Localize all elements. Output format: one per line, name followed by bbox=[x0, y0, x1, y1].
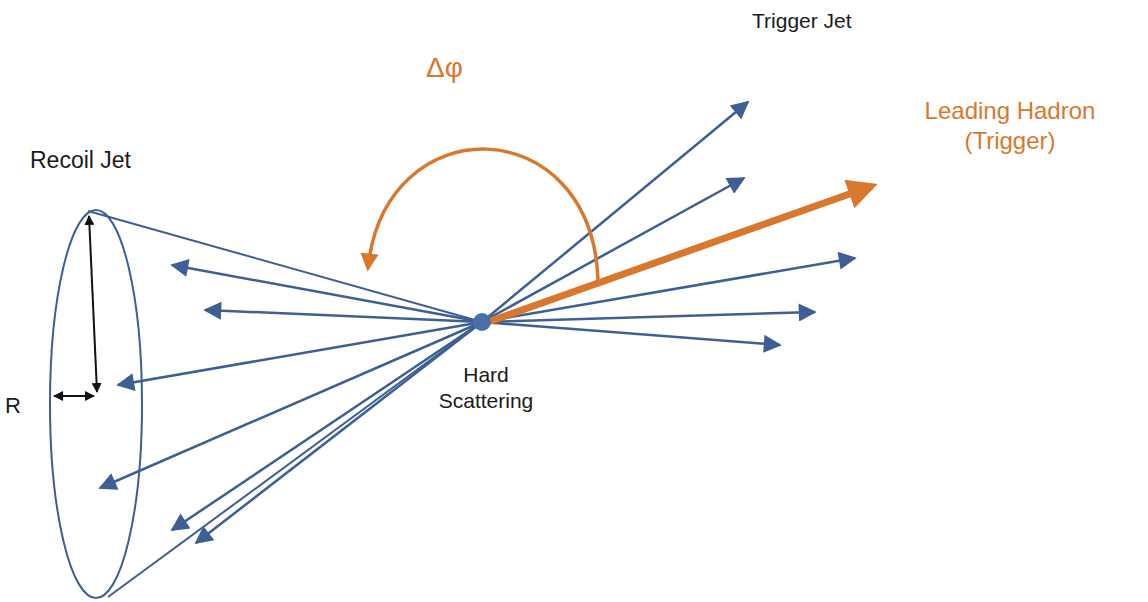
trigger-particles bbox=[482, 102, 855, 345]
leading-hadron-label: Leading Hadron (Trigger) bbox=[890, 96, 1130, 156]
delta-phi-label: Δφ bbox=[426, 50, 463, 85]
trigger-jet-label: Trigger Jet bbox=[752, 8, 852, 34]
recoil-cone bbox=[50, 210, 482, 598]
hard-scattering-vertex bbox=[473, 313, 491, 331]
hard-scattering-label: Hard Scattering bbox=[421, 362, 551, 415]
radius-label: R bbox=[5, 392, 21, 420]
radius-arrows bbox=[54, 216, 97, 396]
recoil-jet-label: Recoil Jet bbox=[30, 146, 131, 175]
delta-phi-arc bbox=[368, 149, 598, 280]
leading-hadron-arrow bbox=[488, 186, 872, 322]
recoil-particles bbox=[100, 265, 482, 543]
